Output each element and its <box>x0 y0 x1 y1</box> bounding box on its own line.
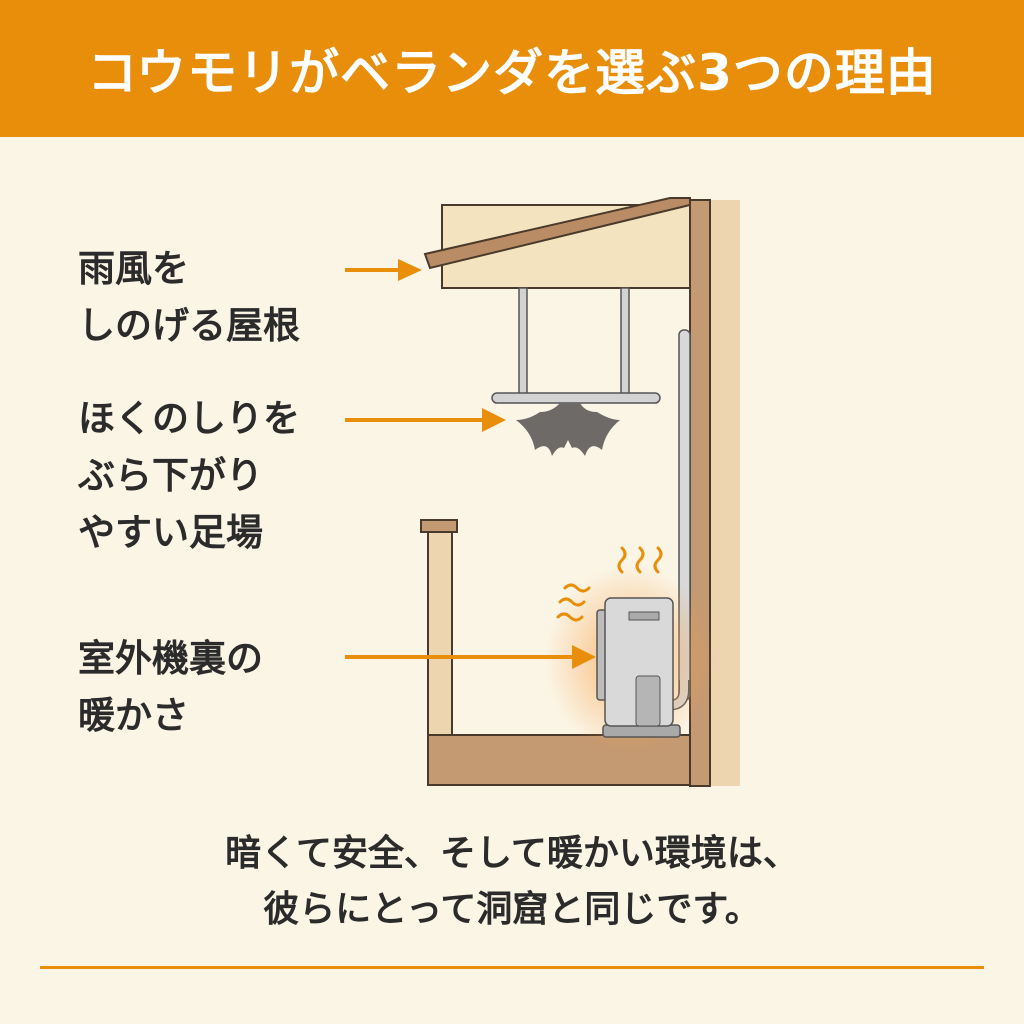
railing-cap <box>420 519 458 533</box>
air-conditioner-outdoor-unit <box>596 597 681 738</box>
railing-post <box>427 529 453 736</box>
page-title: コウモリがベランダを選ぶ3つの理由 <box>87 43 937 102</box>
caption-line-1: 暗くて安全、そして暖かい環境は、 <box>225 833 799 874</box>
caption-line-2: 彼らにとって洞窟と同じです。 <box>263 889 761 930</box>
reason-label-roof: 雨風を しのげる屋根 <box>78 247 300 347</box>
arrow-roof <box>345 259 422 281</box>
bottom-divider <box>40 966 984 969</box>
bat-icon <box>516 403 620 456</box>
title-banner: コウモリがベランダを選ぶ3つの理由 <box>0 0 1024 137</box>
arrow-foothold <box>345 408 506 432</box>
summary-caption: 暗くて安全、そして暖かい環境は、 彼らにとって洞窟と同じです。 <box>0 826 1024 938</box>
reason-label-foothold: ほくのしりを ぶら下がり やすい足場 <box>78 397 300 554</box>
heat-waves-icon <box>556 546 663 622</box>
outer-wall <box>710 200 740 786</box>
roof <box>423 197 691 270</box>
arrow-warmth <box>345 645 596 669</box>
reason-label-warmth: 室外機裏の 暖かさ <box>78 637 263 737</box>
laundry-pole-hanger <box>491 287 661 404</box>
